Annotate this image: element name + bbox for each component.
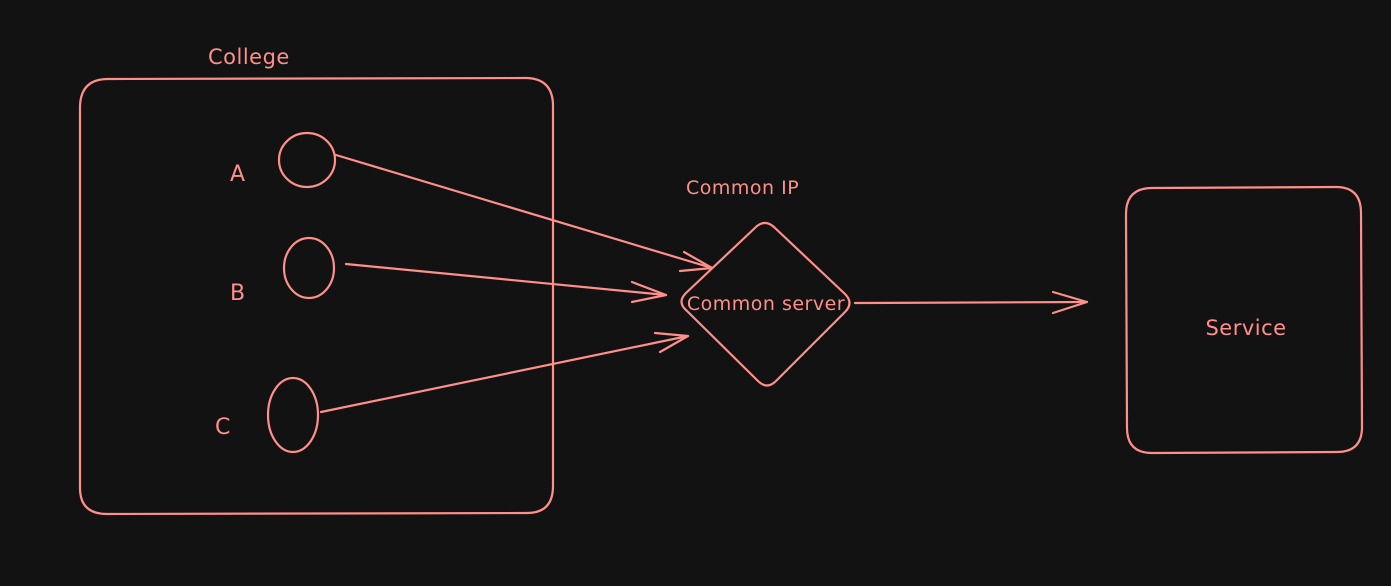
arrow-service-head bbox=[1051, 290, 1089, 315]
node-a-label: A bbox=[230, 162, 246, 187]
service-label: Service bbox=[1205, 316, 1286, 340]
arrow-c-head bbox=[653, 331, 690, 354]
arrow-c-to-server bbox=[319, 334, 690, 414]
node-b-label: B bbox=[230, 281, 246, 306]
college-box bbox=[78, 76, 555, 516]
arrow-b-head bbox=[630, 280, 668, 304]
gateway-diamond bbox=[680, 221, 851, 387]
node-c-circle bbox=[266, 376, 320, 454]
arrow-a-to-server bbox=[334, 153, 714, 270]
arrow-a-head bbox=[678, 250, 714, 273]
gateway-label: Common server bbox=[687, 293, 845, 315]
college-container: College bbox=[78, 45, 555, 516]
gateway: Common server Common IP bbox=[680, 177, 851, 387]
node-b: B bbox=[230, 236, 336, 306]
node-c-label: C bbox=[215, 415, 231, 440]
node-a-circle bbox=[277, 131, 337, 189]
node-c: C bbox=[215, 376, 320, 454]
gateway-caption: Common IP bbox=[686, 177, 799, 199]
node-b-circle bbox=[282, 236, 336, 300]
connections bbox=[319, 153, 1089, 414]
service-container: Service bbox=[1124, 185, 1364, 455]
arrow-server-to-service bbox=[853, 300, 1089, 305]
college-label: College bbox=[208, 45, 290, 69]
service-box bbox=[1124, 185, 1364, 455]
node-a: A bbox=[230, 131, 337, 189]
arrow-b-to-server bbox=[344, 262, 668, 297]
